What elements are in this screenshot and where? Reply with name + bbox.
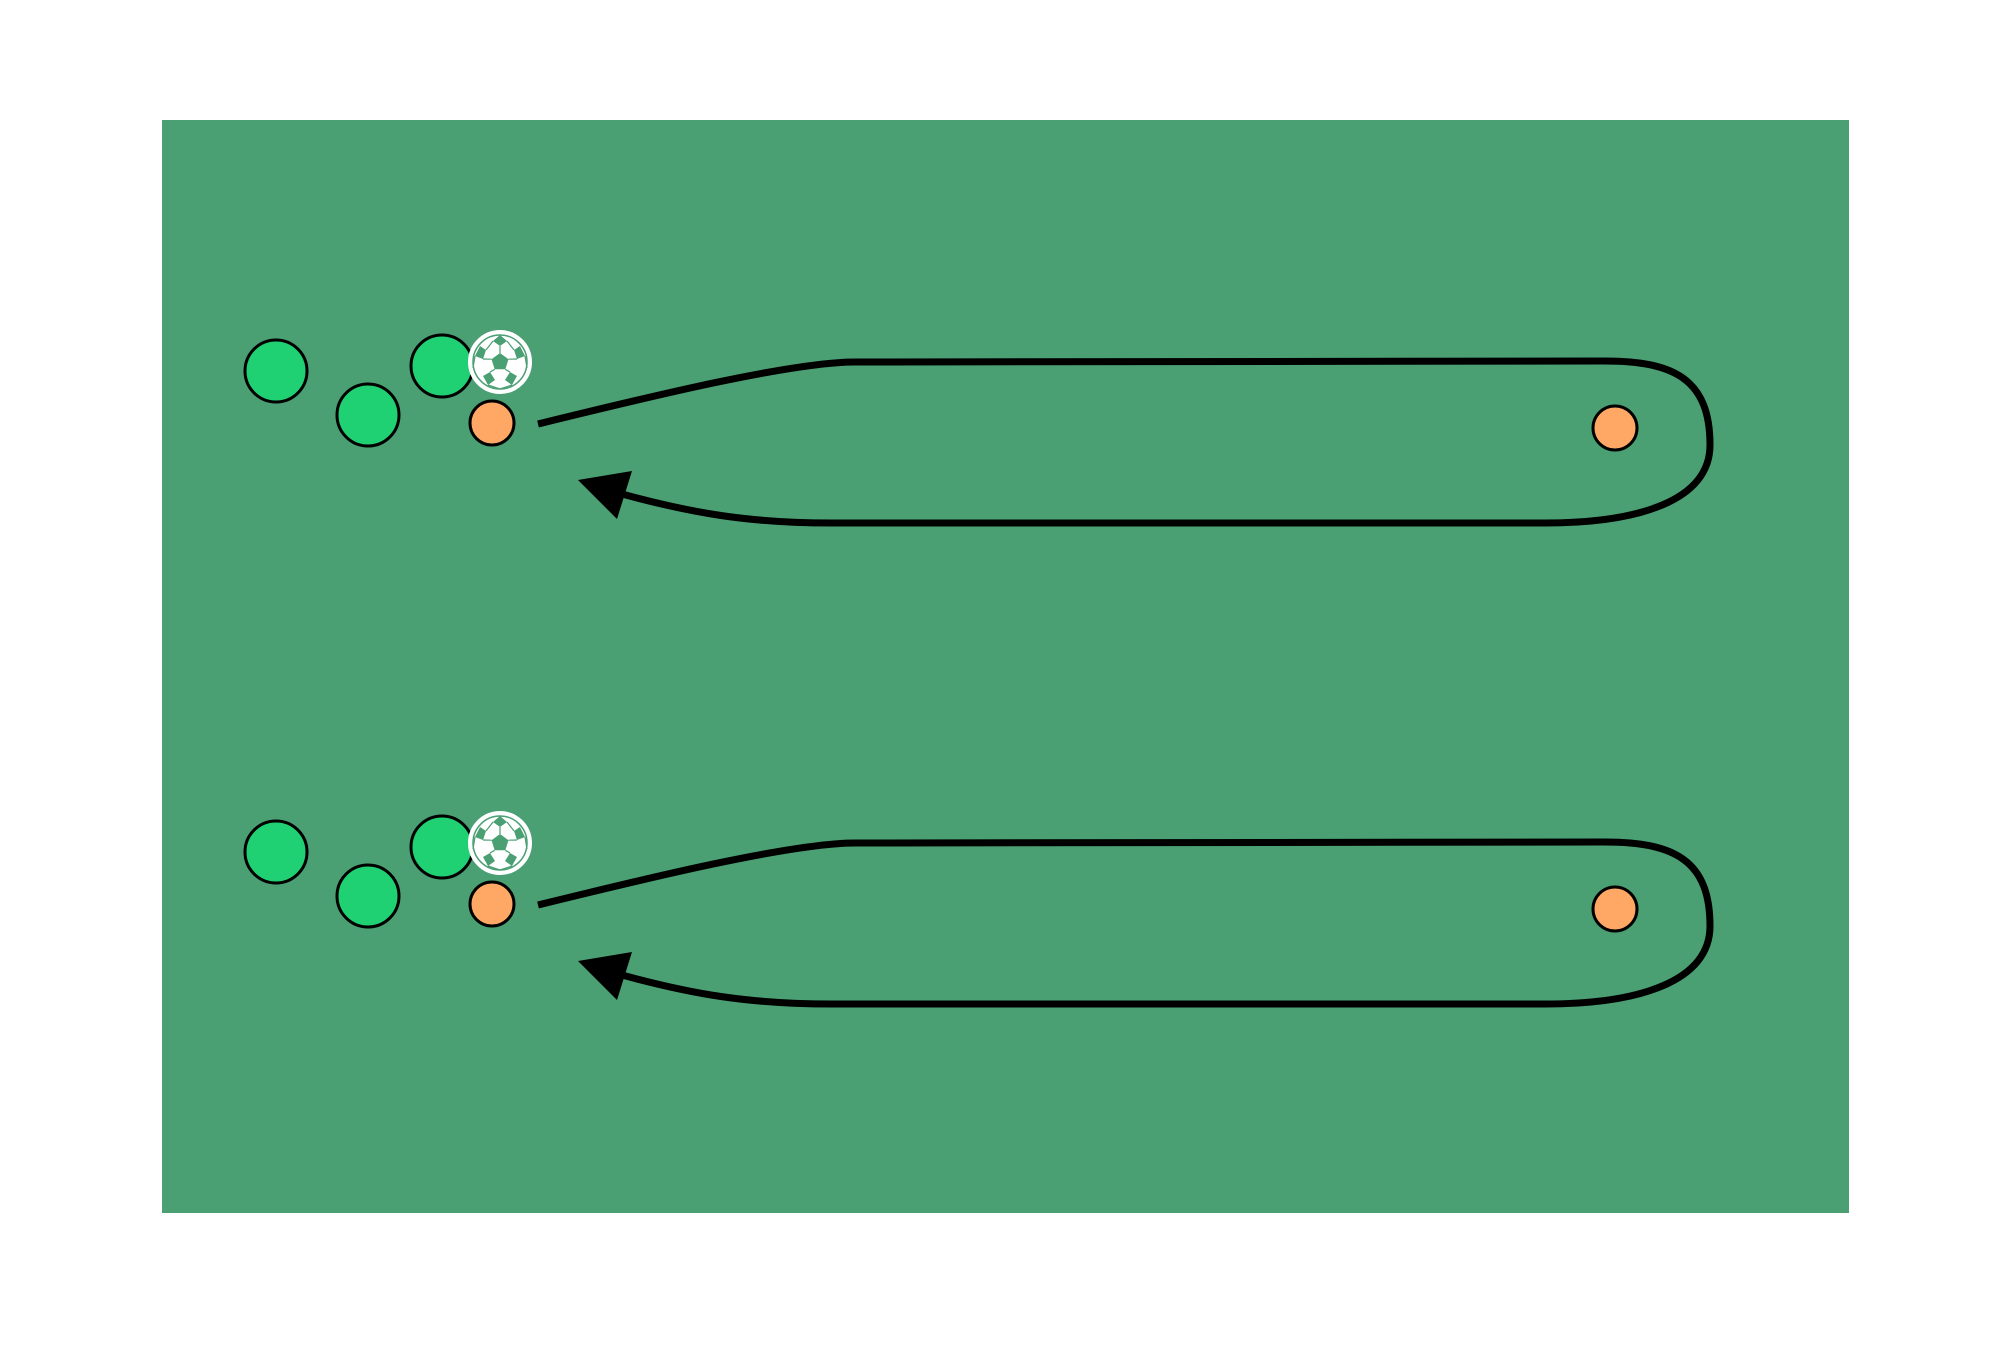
drill-lane-1: [243, 330, 1714, 527]
player-icon: [409, 814, 475, 880]
run-path-arrow-icon: [537, 357, 1714, 527]
arrow-head-icon: [578, 952, 632, 1000]
player-icon: [243, 819, 309, 885]
cone-marker-icon: [468, 880, 516, 928]
soccer-ball-icon: [468, 811, 532, 875]
cone-marker-icon: [468, 399, 516, 447]
player-icon: [335, 863, 401, 929]
drill-lane-2: [243, 811, 1714, 1008]
cone-marker-icon: [1591, 404, 1639, 452]
player-icon: [335, 382, 401, 448]
cone-marker-icon: [1591, 885, 1639, 933]
soccer-ball-icon: [468, 330, 532, 394]
pitch: [162, 120, 1849, 1213]
player-icon: [243, 338, 309, 404]
run-path-arrow-icon: [537, 838, 1714, 1008]
player-icon: [409, 333, 475, 399]
arrow-head-icon: [578, 471, 632, 519]
